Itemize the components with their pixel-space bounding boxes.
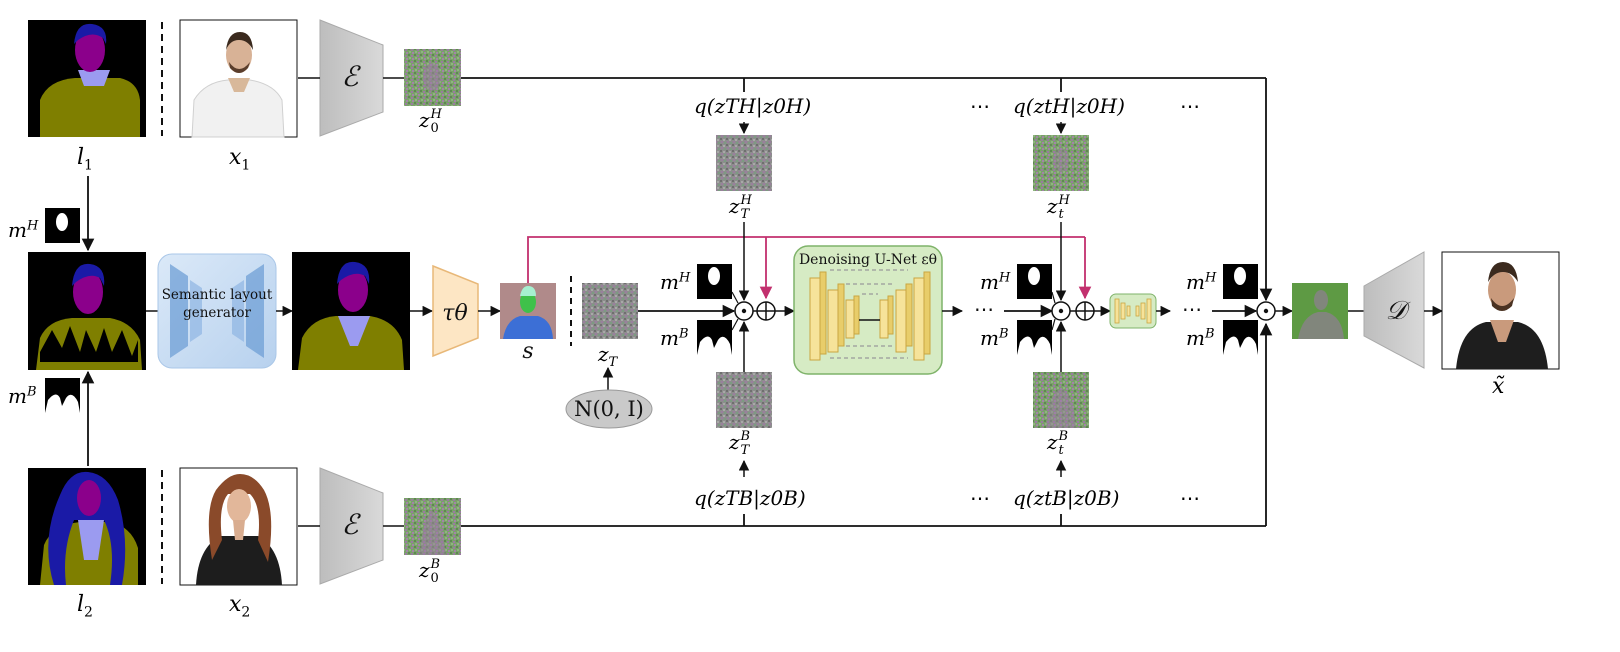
layout-s <box>500 283 556 339</box>
label-mH-t: mH <box>980 270 1011 294</box>
label-x2: x2 <box>229 592 251 621</box>
label-mH-left: mH <box>8 218 39 242</box>
label-l1: l1 <box>77 145 93 174</box>
unet-title: Denoising U-Net εθ <box>799 252 937 268</box>
label-zT: zT <box>598 342 618 370</box>
latent-z0H-figure <box>423 63 441 91</box>
encoder-top-symbol: ℰ <box>342 60 362 93</box>
latent-zT <box>582 283 638 339</box>
photo-x2 <box>179 467 298 586</box>
encoder-top <box>319 19 384 137</box>
latent-zTH <box>716 135 772 191</box>
formula-qtB: q(ztB|z0B) <box>1013 486 1120 510</box>
label-l2: l2 <box>77 592 93 621</box>
photo-x1 <box>179 19 298 138</box>
latent-ztH <box>1033 135 1089 191</box>
encoder-bottom <box>319 467 384 585</box>
ellipsis-mid-2: ⋯ <box>1182 297 1202 321</box>
ellipsis-bottom-1: ⋯ <box>970 486 990 510</box>
latent-z0B-figure <box>420 510 446 555</box>
ellipsis-top-2: ⋯ <box>1180 94 1200 118</box>
noise-distribution <box>565 389 653 429</box>
label-mH-T: mH <box>660 270 691 294</box>
label-mB-left: mB <box>8 384 37 408</box>
label-mB-T: mB <box>660 326 689 350</box>
tau-label: τθ <box>442 301 467 326</box>
ellipsis-mid-1: ⋯ <box>974 297 994 321</box>
encoder-bottom-symbol: ℰ <box>342 508 362 541</box>
denoising-unet <box>793 245 943 375</box>
tau-encoder <box>432 264 479 358</box>
noise-label: N(0, I) <box>574 397 644 421</box>
formula-qTB: q(zTB|z0B) <box>694 486 806 510</box>
label-mH-final: mH <box>1186 270 1217 294</box>
ellipsis-bottom-2: ⋯ <box>1180 486 1200 510</box>
segmap-l2 <box>28 468 146 585</box>
ellipsis-top-1: ⋯ <box>970 94 990 118</box>
label-output: x̃ <box>1492 374 1505 399</box>
label-mB-t: mB <box>980 326 1009 350</box>
s-label: s <box>522 339 533 364</box>
segmap-composed <box>28 252 146 370</box>
label-x1: x1 <box>229 145 251 174</box>
formula-qtH: q(ztH|z0H) <box>1013 94 1125 118</box>
formula-qTH: q(zTH|z0H) <box>694 94 812 118</box>
segmap-l1 <box>28 20 146 137</box>
photo-output <box>1441 251 1560 370</box>
segmap-generated <box>292 252 410 370</box>
decoder <box>1363 251 1425 369</box>
latent-zTB <box>716 372 772 428</box>
semantic-layout-generator <box>157 253 277 369</box>
label-mB-final: mB <box>1186 326 1215 350</box>
semantic-layout-label: Semantic layout generator <box>161 287 273 321</box>
